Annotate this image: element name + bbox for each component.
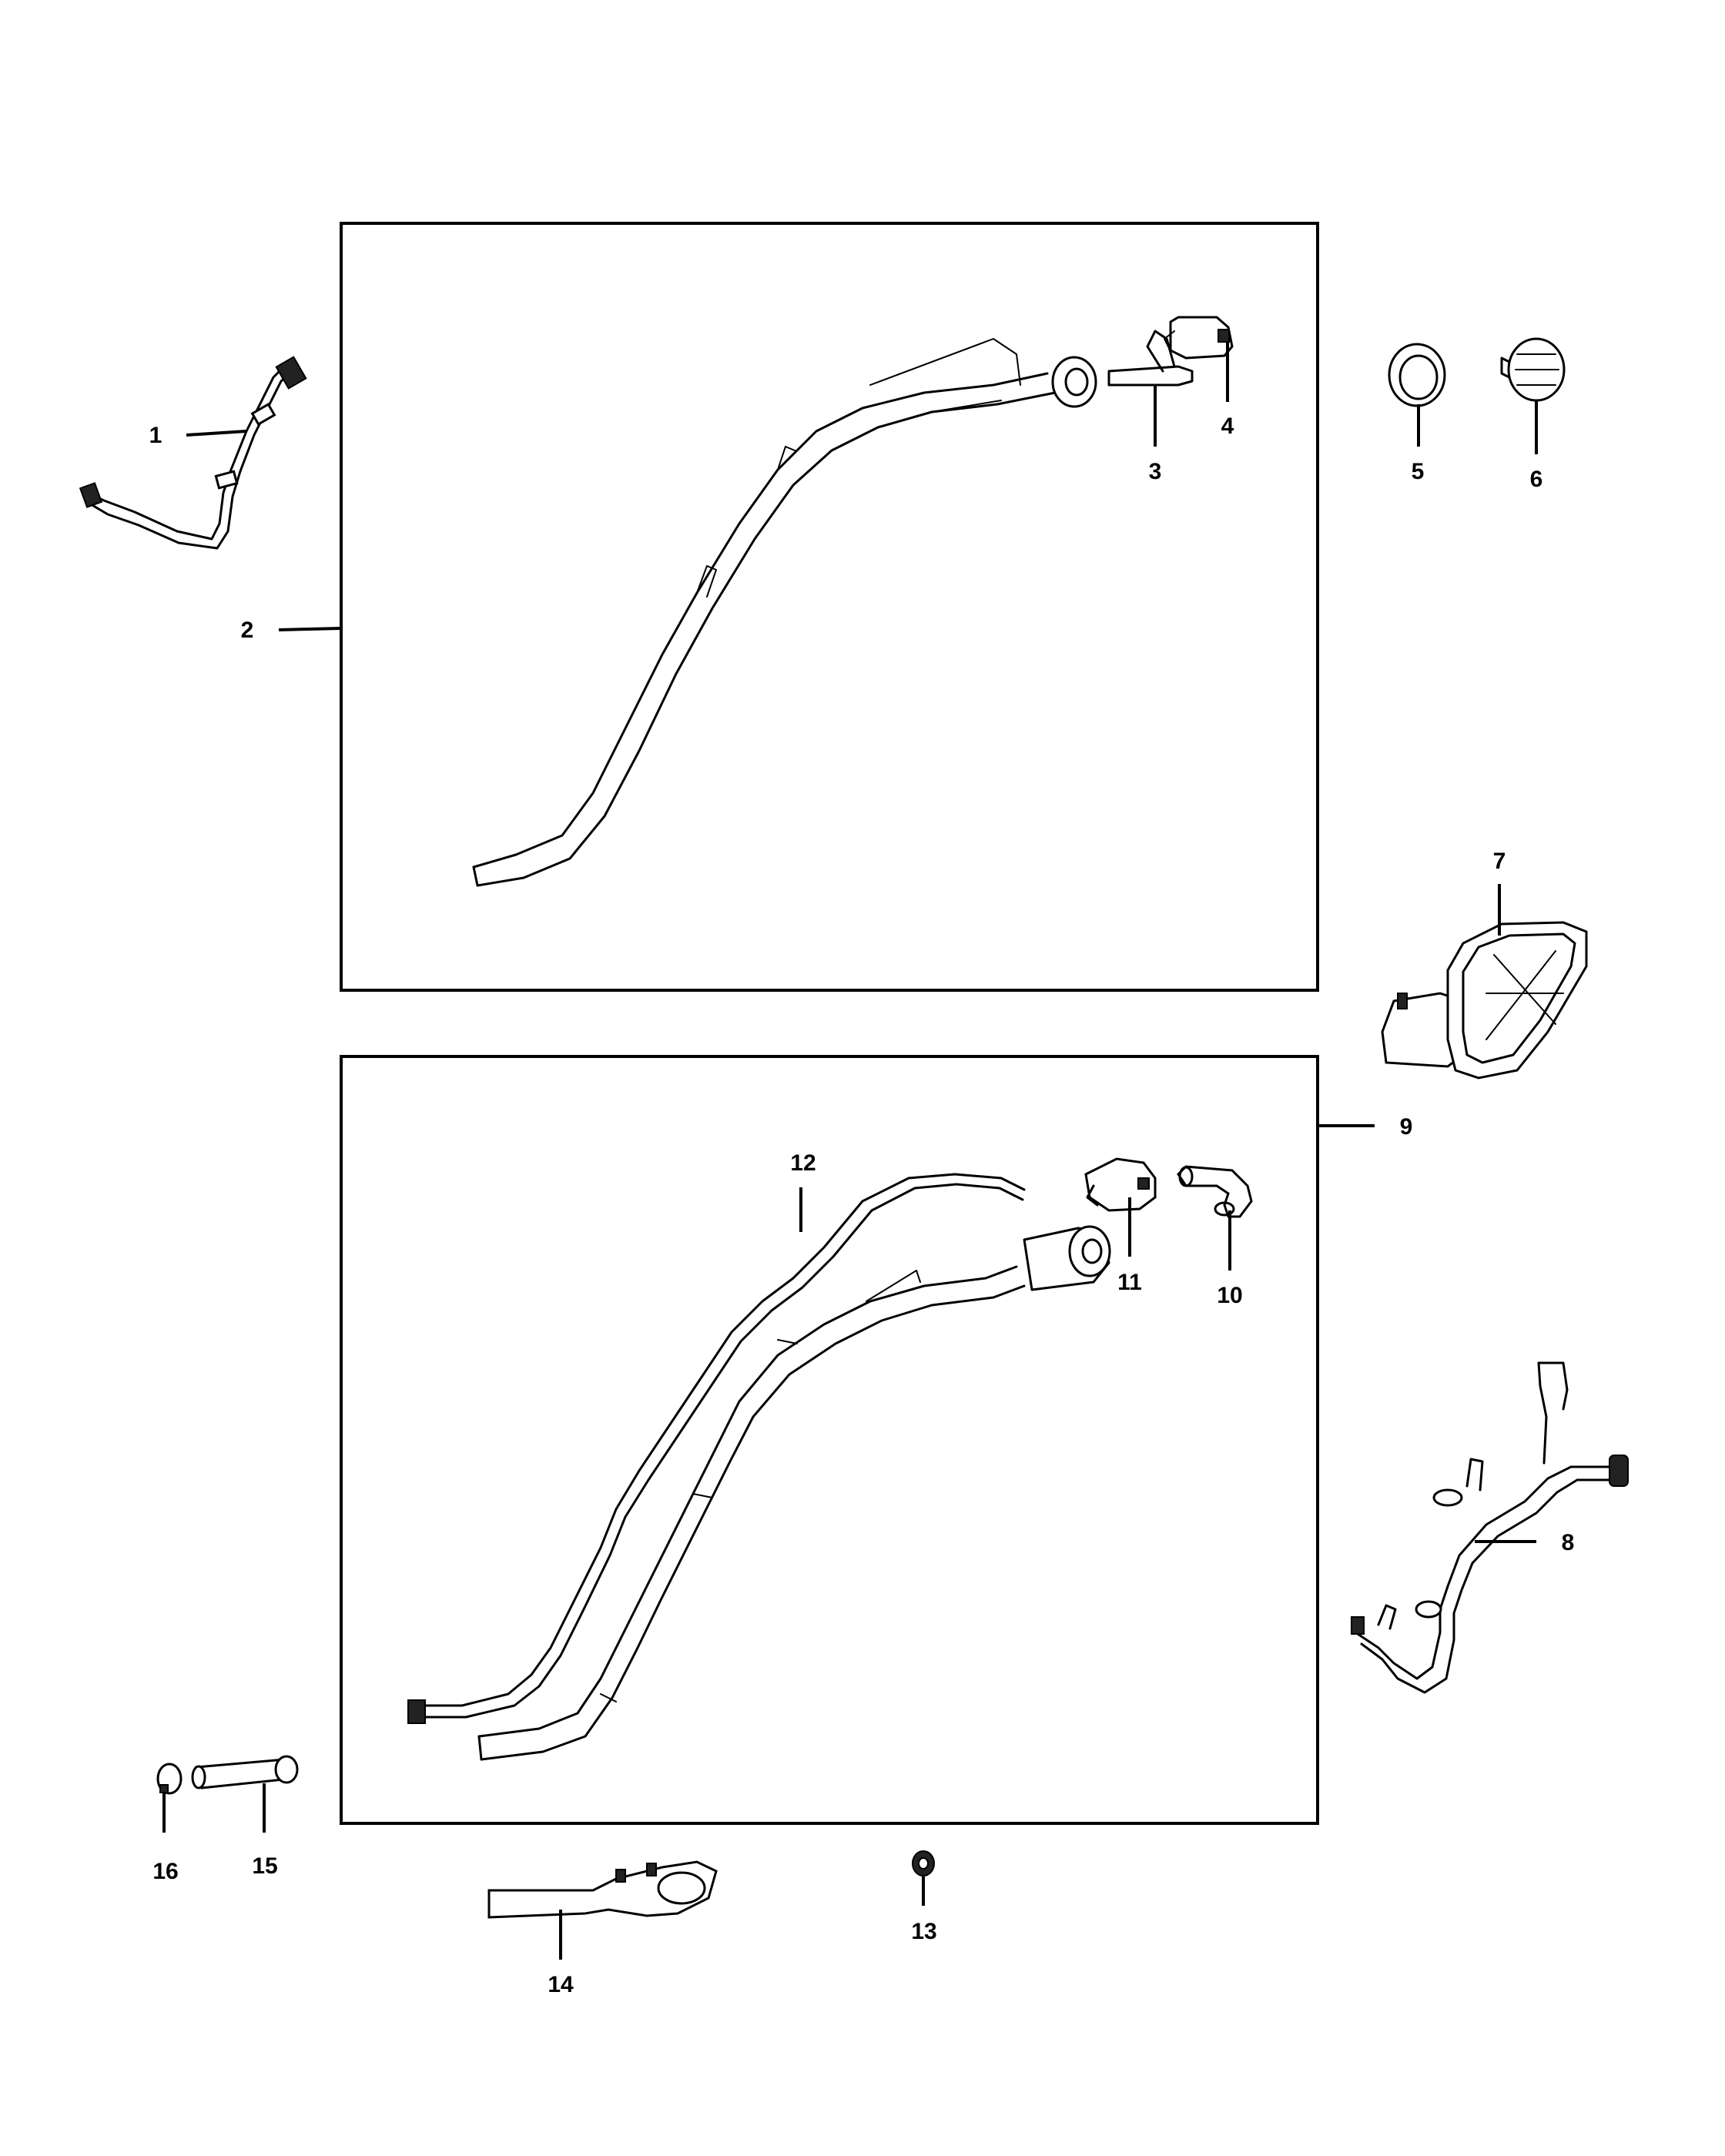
part-12-vent-line: [407, 1173, 1026, 1724]
part-3-bracket: [1107, 330, 1194, 387]
part-13-nut: [912, 1850, 935, 1876]
part-9-filler-tube: [477, 1225, 1111, 1761]
part-16-clamp: [156, 1763, 183, 1795]
callout-9: 9: [1400, 1114, 1413, 1140]
callout-2: 2: [241, 618, 254, 643]
callout-16: 16: [152, 1859, 178, 1884]
callout-6: 6: [1530, 467, 1543, 492]
callout-14: 14: [548, 1972, 574, 1997]
part-15-hose: [191, 1755, 299, 1789]
part-8-filler-tube-assembly: [1351, 1361, 1629, 1694]
callout-7: 7: [1493, 849, 1506, 874]
part-4-valve: [1164, 316, 1234, 360]
callout-8: 8: [1562, 1530, 1575, 1555]
callout-12: 12: [790, 1150, 816, 1176]
part-5-grommet: [1388, 343, 1446, 407]
part-1-vent-tube: [79, 356, 307, 550]
callout-13: 13: [911, 1919, 936, 1944]
callout-10: 10: [1217, 1283, 1242, 1308]
part-14-housing: [487, 1860, 718, 1919]
part-10-hose: [1177, 1165, 1253, 1218]
part-2-filler-tube: [472, 338, 1097, 887]
part-11-valve: [1084, 1157, 1157, 1212]
part-6-cap: [1500, 337, 1566, 402]
lower-assembly-frame: [340, 1055, 1319, 1825]
upper-assembly-frame: [340, 222, 1319, 992]
callout-3: 3: [1149, 459, 1162, 484]
callout-1: 1: [149, 423, 162, 448]
callout-4: 4: [1221, 413, 1234, 439]
callout-11: 11: [1117, 1270, 1142, 1295]
part-7-fuel-door: [1381, 921, 1588, 1080]
callout-15: 15: [252, 1853, 277, 1879]
callout-5: 5: [1412, 459, 1425, 484]
leader-lines: [162, 343, 1538, 1960]
